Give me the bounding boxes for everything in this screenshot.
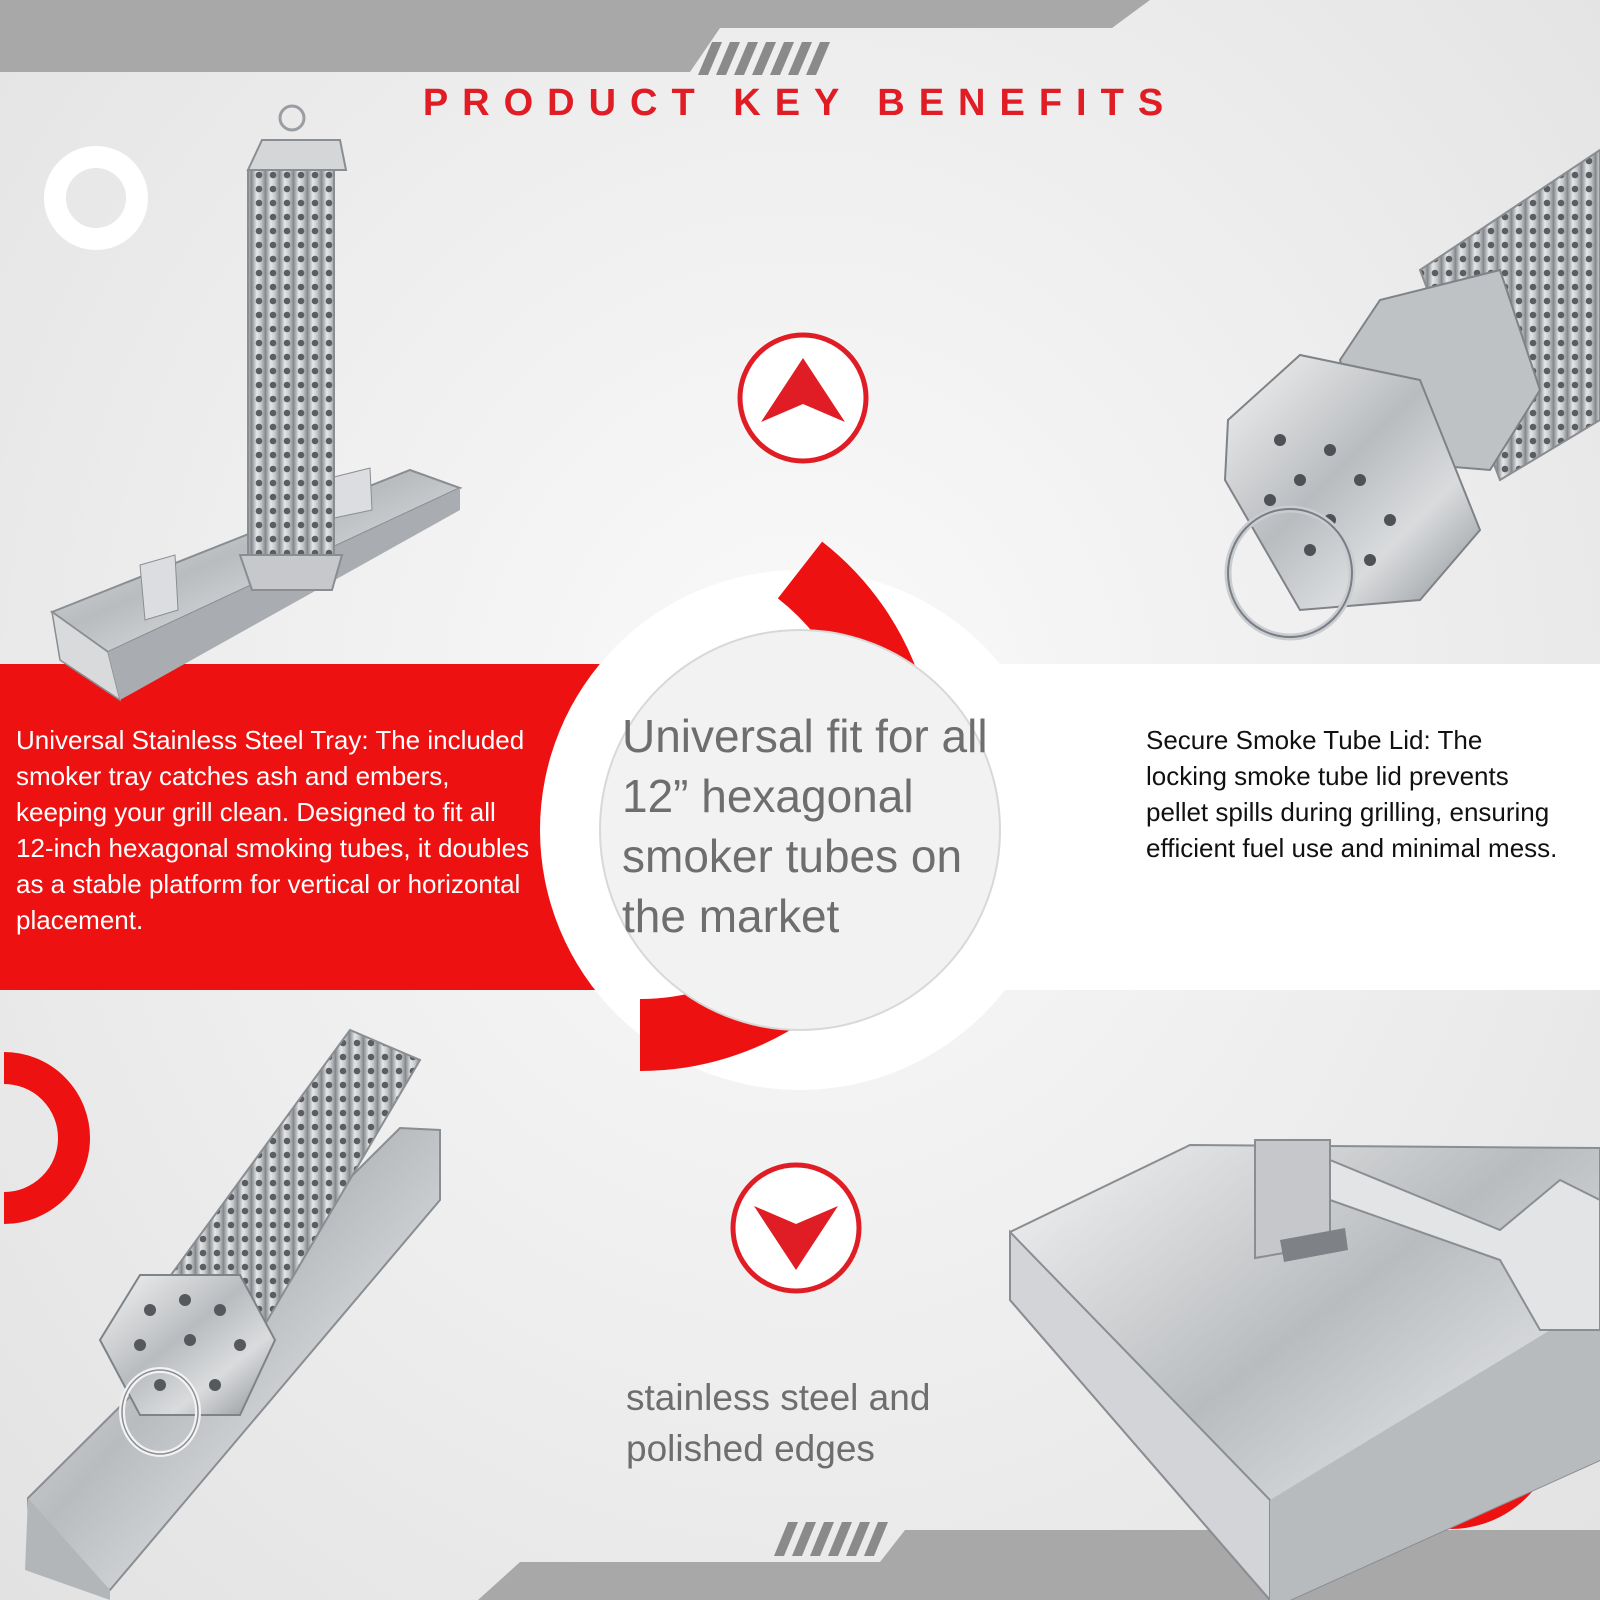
vertical-tube-on-tray-image [49, 104, 463, 702]
lid-closeup-image [1223, 148, 1600, 641]
horizontal-tube-on-tray-image [25, 1028, 441, 1600]
material-benefit-text: stainless steel and polished edges [626, 1377, 931, 1469]
red-text-band [0, 664, 600, 990]
white-text-band [1000, 664, 1600, 990]
down-arrow-circle-icon [730, 1162, 862, 1294]
bottom-slash-marks [774, 1522, 888, 1556]
red-half-ring-decoration [3, 1052, 90, 1224]
white-ring-decoration [44, 146, 148, 250]
top-gray-band [0, 0, 1150, 72]
up-arrow-circle-icon [737, 332, 869, 464]
page-title: Product Key Benefits [422, 82, 1178, 124]
lid-benefit-text: Secure Smoke Tube Lid: The locking smoke… [1146, 725, 1558, 863]
universal-fit-text: Universal fit for all 12” hexagonal smok… [622, 710, 988, 942]
tray-corner-closeup-image [1009, 1139, 1600, 1600]
top-slash-marks [698, 42, 830, 75]
tray-benefit-text: Universal Stainless Steel Tray: The incl… [16, 725, 530, 935]
